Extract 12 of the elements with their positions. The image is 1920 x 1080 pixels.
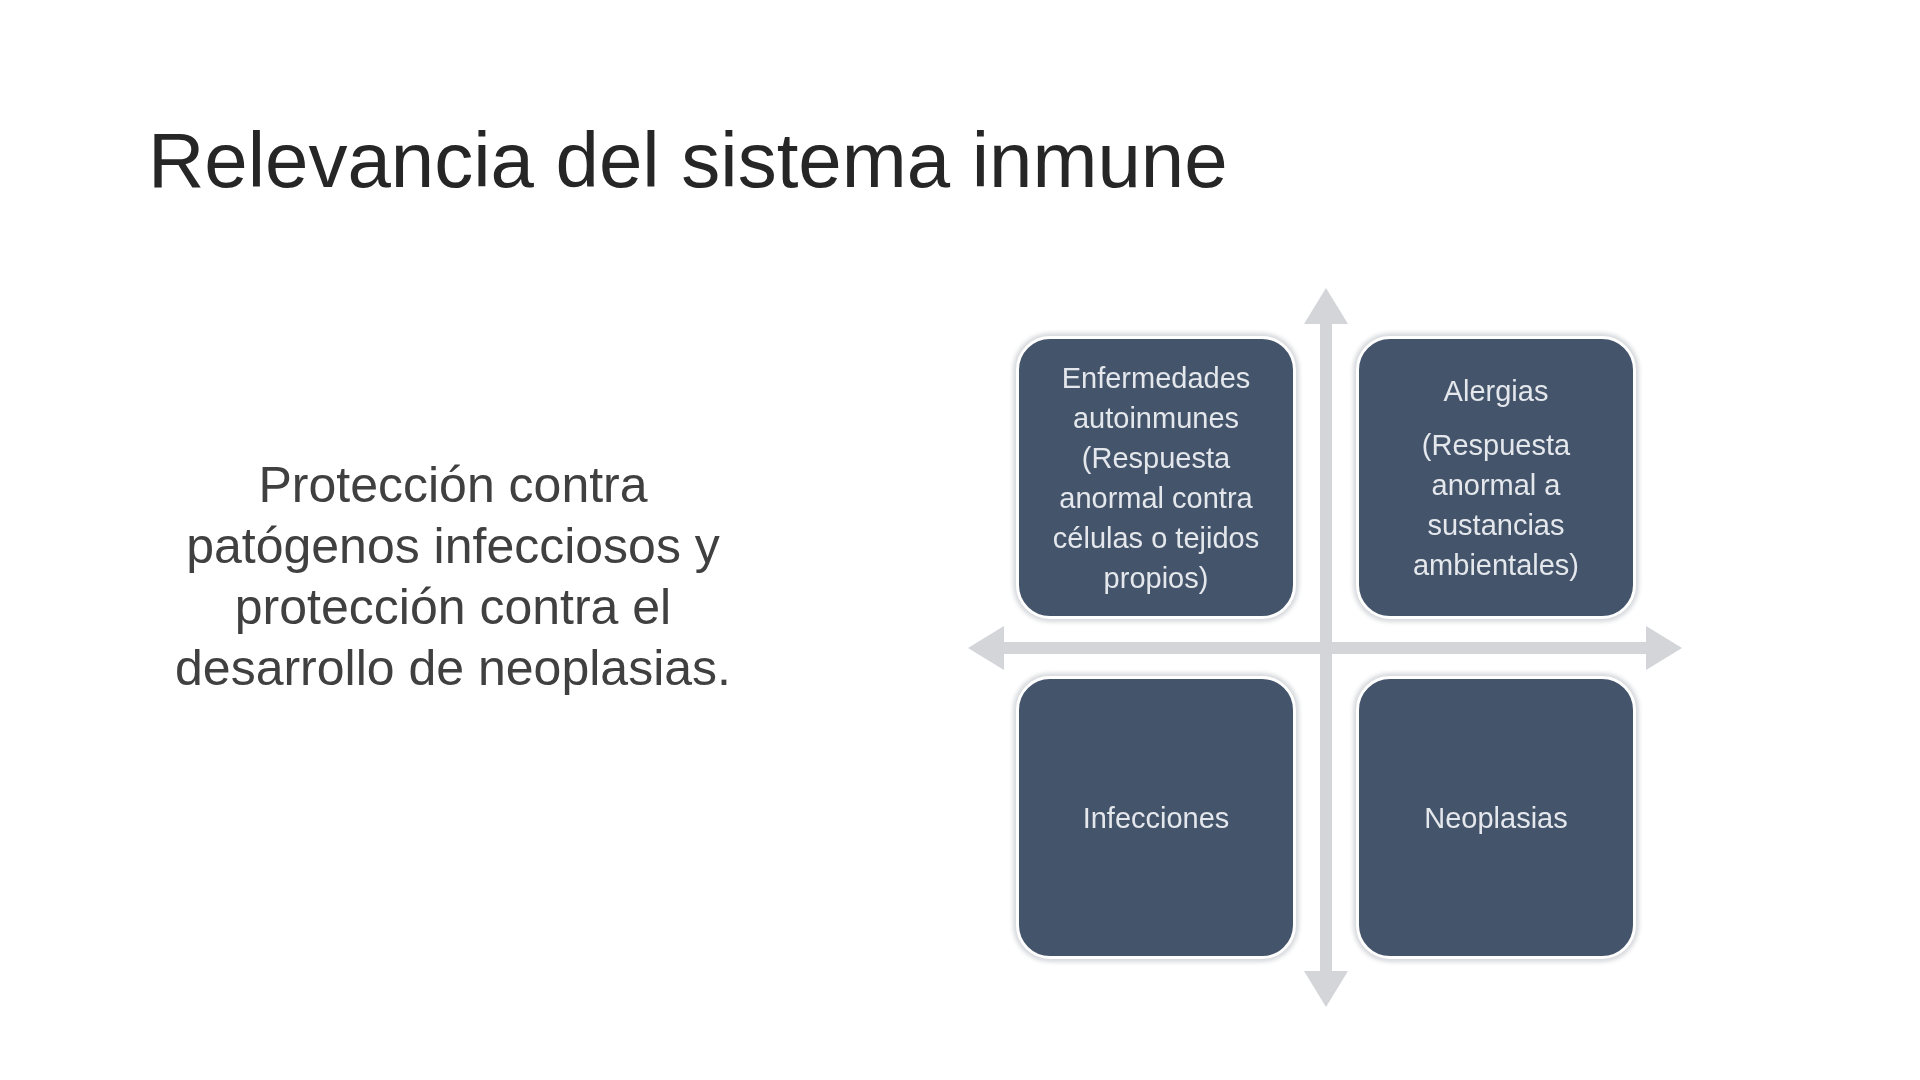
box-label: (Respuesta anormal contra células o tejidos propios)	[1051, 440, 1261, 596]
box-label: Infecciones	[1082, 800, 1230, 836]
slide-title: Relevancia del sistema inmune	[148, 121, 1228, 199]
quadrant-box	[1016, 676, 1296, 959]
box-label: Enfermedades autoinmunes	[1060, 360, 1252, 436]
quadrant-box	[1356, 676, 1636, 959]
box-label: Neoplasias	[1424, 800, 1568, 836]
quadrant-box	[1356, 336, 1636, 619]
box-label: Alergias	[1443, 373, 1549, 409]
box-label: (Respuesta anormal a sustancias ambientales)	[1412, 427, 1580, 583]
quadrant-box	[1016, 336, 1296, 619]
body-text: Protección contra patógenos infecciosos y protección contra el desarrollo de neoplasias.	[174, 456, 732, 698]
